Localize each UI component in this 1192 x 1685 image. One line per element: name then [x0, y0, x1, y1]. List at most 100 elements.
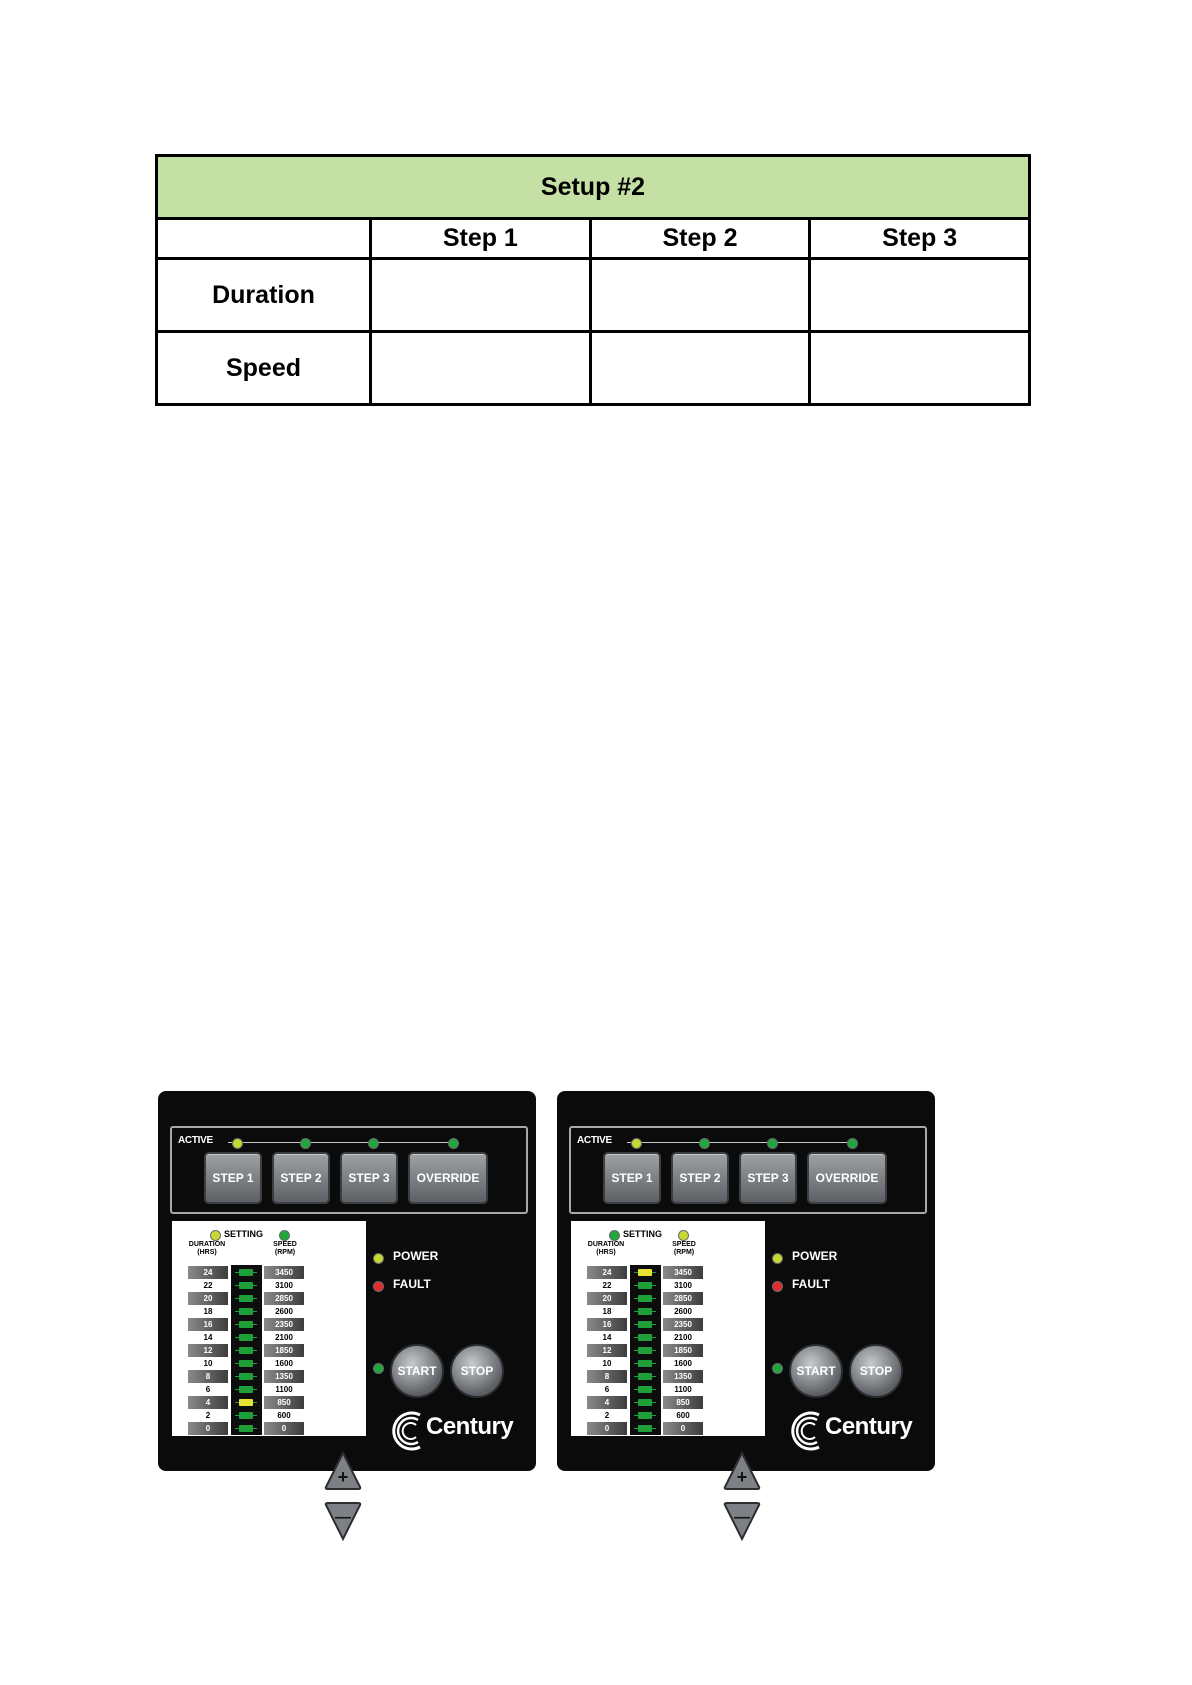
- duration-scale-value: 2: [587, 1409, 627, 1422]
- speed-scale-value: 3450: [663, 1266, 703, 1279]
- speed-scale-value: 2600: [264, 1305, 304, 1318]
- plus-icon: +: [737, 1467, 748, 1487]
- speed-scale-value: 1850: [264, 1344, 304, 1357]
- level-led: [634, 1373, 656, 1380]
- duration-scale-value: 10: [587, 1357, 627, 1370]
- fault-led: [373, 1281, 384, 1292]
- speed-scale-value: 1100: [264, 1383, 304, 1396]
- start-button[interactable]: START: [390, 1344, 444, 1398]
- start-button[interactable]: START: [789, 1344, 843, 1398]
- century-logo-text: Century: [426, 1413, 514, 1440]
- duration-scale-value: 4: [587, 1396, 627, 1409]
- duration-scale-value: 16: [188, 1318, 228, 1331]
- duration-scale-value: 4: [188, 1396, 228, 1409]
- speed-scale-value: 2100: [663, 1331, 703, 1344]
- level-led-bar: [231, 1265, 262, 1435]
- step-2-button[interactable]: STEP 2: [272, 1152, 330, 1204]
- stop-button[interactable]: STOP: [849, 1344, 903, 1398]
- plus-button[interactable]: +: [723, 1451, 761, 1491]
- duration-scale-value: 16: [587, 1318, 627, 1331]
- step-1-button[interactable]: STEP 1: [204, 1152, 262, 1204]
- duration-step-2-cell[interactable]: [588, 257, 812, 333]
- step-3-button[interactable]: STEP 3: [340, 1152, 398, 1204]
- speed-step-1-cell[interactable]: [369, 330, 592, 406]
- step-3-button[interactable]: STEP 3: [739, 1152, 797, 1204]
- setup-table: Setup #2 Step 1 Step 2 Step 3 Duration S…: [155, 154, 1031, 406]
- level-led: [634, 1412, 656, 1419]
- plus-icon: +: [338, 1467, 349, 1487]
- setup-title: Setup #2: [155, 154, 1031, 220]
- duration-scale-value: 6: [188, 1383, 228, 1396]
- level-led: [235, 1282, 257, 1289]
- duration-scale-value: 0: [587, 1422, 627, 1435]
- level-led: [235, 1373, 257, 1380]
- duration-header: DURATION (HRS): [581, 1241, 631, 1257]
- override-button[interactable]: OVERRIDE: [807, 1152, 887, 1204]
- duration-scale-value: 20: [587, 1292, 627, 1305]
- stop-button[interactable]: STOP: [450, 1344, 504, 1398]
- active-led-override: [448, 1138, 459, 1149]
- active-indicator-line: [627, 1142, 849, 1143]
- speed-scale-value: 1350: [663, 1370, 703, 1383]
- active-step-box: ACTIVE STEP 1 STEP 2 STEP 3 OVERRIDE: [170, 1126, 528, 1214]
- duration-header-label: DURATION: [188, 1241, 226, 1248]
- speed-header-label: SPEED: [672, 1241, 696, 1248]
- row-header-speed: Speed: [155, 330, 372, 406]
- step-2-button[interactable]: STEP 2: [671, 1152, 729, 1204]
- speed-scale-value: 0: [663, 1422, 703, 1435]
- speed-header: SPEED (RPM): [260, 1241, 310, 1257]
- minus-icon: —: [734, 1509, 750, 1526]
- fault-led: [772, 1281, 783, 1292]
- minus-button[interactable]: —: [324, 1501, 362, 1541]
- column-header-step-3: Step 3: [808, 217, 1031, 260]
- plus-button[interactable]: +: [324, 1451, 362, 1491]
- power-label: POWER: [792, 1249, 838, 1263]
- step-1-button[interactable]: STEP 1: [603, 1152, 661, 1204]
- level-led: [634, 1360, 656, 1367]
- level-led: [235, 1412, 257, 1419]
- duration-scale-value: 12: [587, 1344, 627, 1357]
- start-led: [373, 1363, 384, 1374]
- speed-scale-value: 600: [663, 1409, 703, 1422]
- active-indicator-line: [228, 1142, 450, 1143]
- level-led-lit: [235, 1399, 257, 1406]
- speed-header-label: SPEED: [273, 1241, 297, 1248]
- level-led: [235, 1295, 257, 1302]
- speed-step-2-cell[interactable]: [588, 330, 812, 406]
- speed-step-3-cell[interactable]: [808, 330, 1031, 406]
- speed-scale-value: 2350: [264, 1318, 304, 1331]
- speed-scale-value: 3100: [264, 1279, 304, 1292]
- speed-scale-value: 1600: [264, 1357, 304, 1370]
- active-label: ACTIVE: [178, 1135, 213, 1146]
- level-led: [235, 1386, 257, 1393]
- level-led: [634, 1386, 656, 1393]
- duration-scale-value: 6: [587, 1383, 627, 1396]
- column-header-step-2: Step 2: [588, 217, 812, 260]
- speed-scale-value: 2350: [663, 1318, 703, 1331]
- speed-scale-value: 1850: [663, 1344, 703, 1357]
- duration-step-3-cell[interactable]: [808, 257, 1031, 333]
- duration-scale-value: 8: [188, 1370, 228, 1383]
- override-button[interactable]: OVERRIDE: [408, 1152, 488, 1204]
- duration-step-1-cell[interactable]: [369, 257, 592, 333]
- speed-scale-value: 850: [663, 1396, 703, 1409]
- duration-scale-value: 14: [188, 1331, 228, 1344]
- active-led-override: [847, 1138, 858, 1149]
- minus-button[interactable]: —: [723, 1501, 761, 1541]
- century-logo-mark: [392, 1411, 421, 1451]
- level-led-lit: [634, 1269, 656, 1276]
- level-led: [634, 1334, 656, 1341]
- duration-scale-value: 24: [587, 1266, 627, 1279]
- power-led: [373, 1253, 384, 1264]
- empty-header-cell: [155, 217, 372, 260]
- century-logo-text: Century: [825, 1413, 913, 1440]
- speed-header: SPEED (RPM): [659, 1241, 709, 1257]
- level-led: [634, 1295, 656, 1302]
- setting-led-duration: [609, 1230, 620, 1241]
- level-led: [235, 1269, 257, 1276]
- active-led-step-3: [767, 1138, 778, 1149]
- speed-header-unit: (RPM): [673, 1249, 695, 1256]
